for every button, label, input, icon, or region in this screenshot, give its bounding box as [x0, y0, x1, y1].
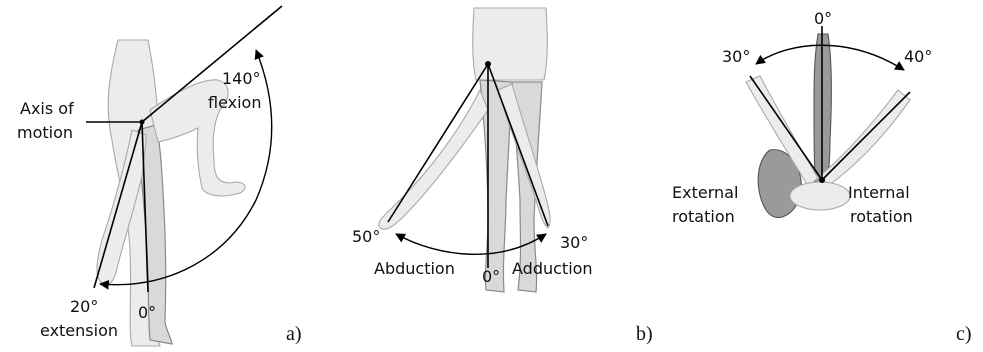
panel-c-zero: 0° — [814, 9, 832, 28]
adduction-word: Adduction — [512, 259, 593, 278]
adduction-value: 30° — [560, 233, 588, 252]
internal-label-line2: rotation — [850, 207, 913, 226]
abduction-value: 50° — [352, 227, 380, 246]
abduction-word: Abduction — [374, 259, 455, 278]
panel-c-rotation: 0° 30° 40° External rotation Internal ro… — [672, 9, 972, 345]
caption-a: a) — [286, 323, 302, 345]
internal-value: 40° — [904, 47, 932, 66]
caption-b: b) — [636, 323, 653, 345]
panel-b-zero: 0° — [482, 267, 500, 286]
extension-value: 20° — [70, 297, 98, 316]
flexion-word: flexion — [208, 93, 261, 112]
external-value: 30° — [722, 47, 750, 66]
axis-label-line1: Axis of — [20, 99, 74, 118]
external-label-line1: External — [672, 183, 738, 202]
extension-word: extension — [40, 321, 118, 340]
internal-label-line1: Internal — [848, 183, 910, 202]
abduction-ray — [388, 64, 488, 222]
panel-a-zero: 0° — [138, 303, 156, 322]
external-label-line2: rotation — [672, 207, 735, 226]
panel-b-abduction-adduction: 50° Abduction 0° 30° Adduction b) — [352, 8, 653, 345]
internal-rotation-ray — [822, 92, 910, 180]
axis-label-line2: motion — [17, 123, 73, 142]
knee-base — [790, 182, 850, 210]
flexion-value: 140° — [222, 69, 261, 88]
caption-c: c) — [956, 323, 972, 345]
panel-a-flexion-extension: Axis of motion 140° flexion 20° extensio… — [17, 6, 302, 346]
abducted-leg — [379, 90, 488, 229]
